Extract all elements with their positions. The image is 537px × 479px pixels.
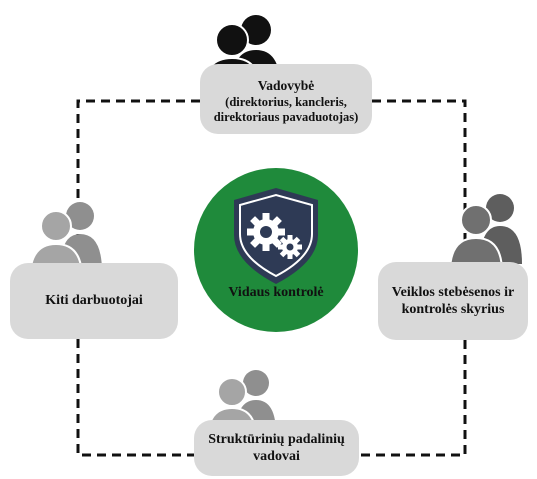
- node-unit-heads-line-1: Struktūrinių padalinių: [208, 431, 345, 447]
- center-label: Vidaus kontrolė: [228, 285, 324, 300]
- node-monitoring-department: Veiklos stebėsenos ir kontrolės skyrius: [378, 262, 528, 340]
- node-unit-heads-line-2: vadovai: [253, 449, 300, 464]
- node-other-employees: Kiti darbuotojai: [10, 263, 178, 339]
- node-management-line-2: direktoriaus pavaduotojas): [213, 110, 359, 125]
- shield-gears-icon: [234, 188, 318, 284]
- node-management: Vadovybė (direktorius, kancleris, direkt…: [200, 64, 372, 134]
- node-management-title: Vadovybė: [257, 77, 315, 93]
- node-monitoring-line-1: Veiklos stebėsenos ir: [391, 284, 515, 300]
- node-unit-heads: Struktūrinių padalinių vadovai: [194, 420, 359, 476]
- node-other-employees-label: Kiti darbuotojai: [45, 293, 143, 309]
- node-management-line-1: (direktorius, kancleris,: [225, 94, 347, 109]
- people-icon-dark-gray: [448, 194, 522, 272]
- node-monitoring-line-2: kontrolės skyrius: [401, 302, 505, 317]
